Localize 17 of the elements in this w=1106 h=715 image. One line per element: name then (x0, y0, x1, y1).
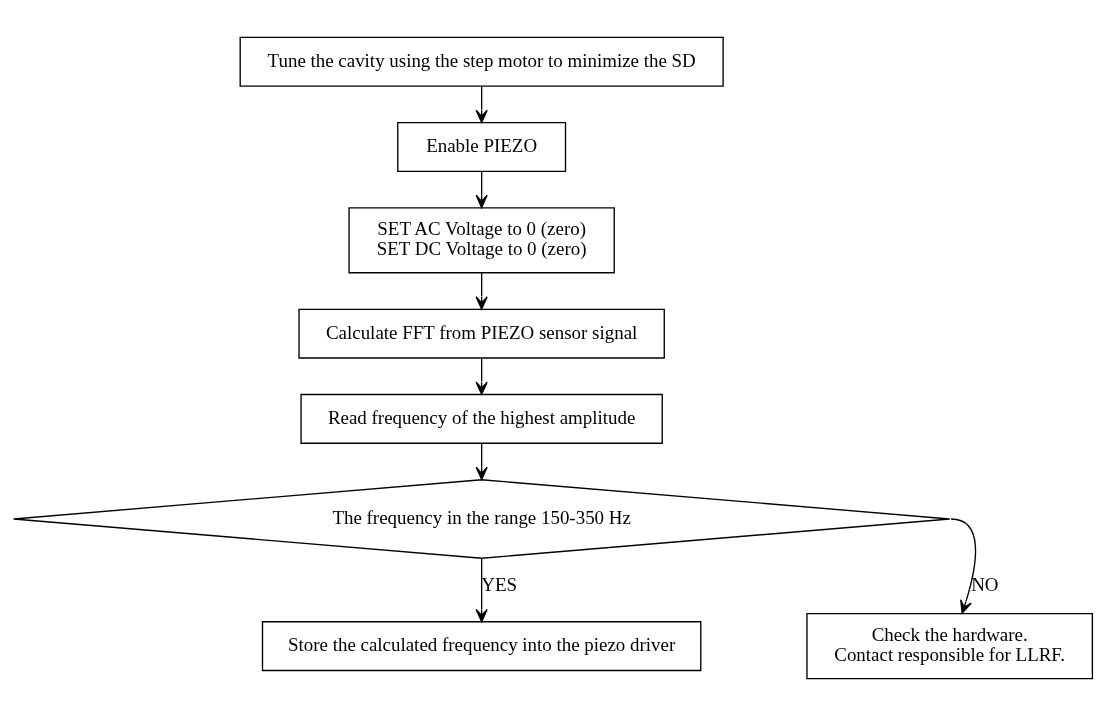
arrow (475, 357, 488, 395)
arrow (475, 271, 488, 310)
node-box: Enable PIEZO (397, 121, 567, 172)
arrow (950, 517, 977, 614)
node-diamond: The frequency in the range 150-350 Hz (12, 478, 951, 559)
node-box: Check the hardware. Contact responsible for LLRF. (806, 612, 1094, 679)
arrow (475, 557, 488, 622)
arrow (475, 170, 488, 208)
node-box: Read frequency of the highest amplitude (300, 393, 663, 444)
edge-label: YES (481, 573, 518, 595)
node-box: Store the calculated frequency into the piezo driver (261, 620, 702, 671)
arrow (475, 85, 488, 123)
node-box: Tune the cavity using the step motor to minimize the SD (239, 36, 724, 87)
edge-label: NO (971, 573, 999, 595)
arrow (475, 442, 488, 480)
node-box: Calculate FFT from PIEZO sensor signal (298, 308, 665, 359)
node-box: SET AC Voltage to 0 (zero) SET DC Voltage to 0 (zero) (348, 206, 615, 273)
